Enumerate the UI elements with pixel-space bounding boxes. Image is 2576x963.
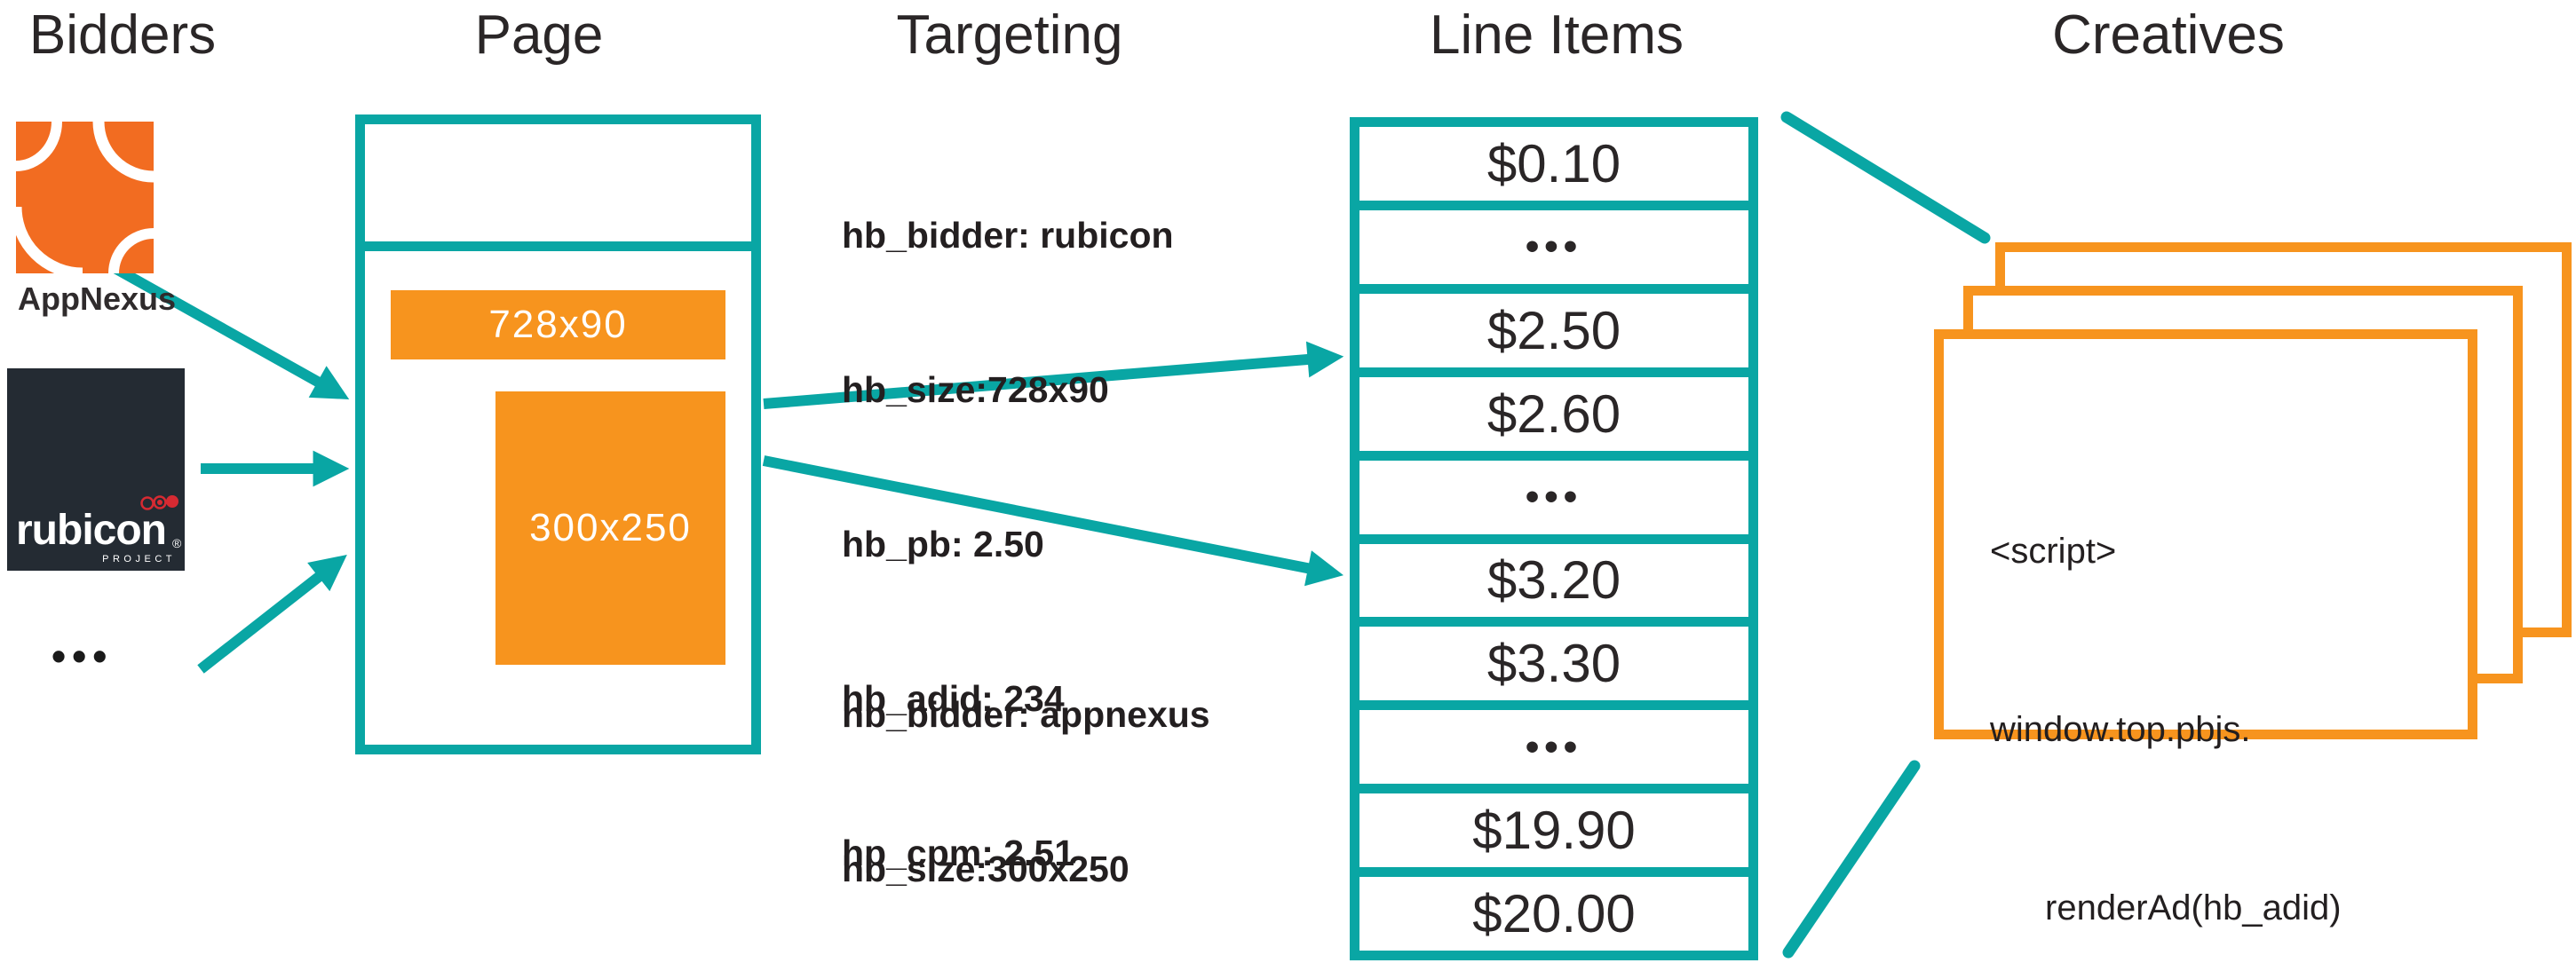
column-header-page: Page xyxy=(474,4,604,66)
connector-lineitems-bottom-to-creatives xyxy=(1782,760,1921,959)
line-items-table: $0.10 ••• $2.50 $2.60 ••• $3.20 $3.30 ••… xyxy=(1350,117,1758,960)
rubicon-reg-mark: ® xyxy=(172,536,182,550)
targeting-line: hp_cpm: 2.51 xyxy=(842,833,1075,873)
connector-lineitems-top-to-creatives xyxy=(1780,111,1991,244)
line-item-row: $20.00 xyxy=(1359,877,1748,951)
column-header-targeting: Targeting xyxy=(896,4,1123,66)
script-line: window.top.pbjs. xyxy=(1990,710,2251,749)
line-item-row: $19.90 xyxy=(1359,793,1748,868)
line-item-row: $2.60 xyxy=(1359,376,1748,451)
line-item-row: $2.50 xyxy=(1359,293,1748,367)
targeting-line: hb_size:300x250 xyxy=(842,849,1129,889)
targeting-line: hb_adid: 234 xyxy=(842,678,1065,719)
targeting-line: hb_pb: 2.50 xyxy=(842,524,1044,564)
appnexus-logo-icon xyxy=(16,122,154,273)
targeting-keyvalues-rubicon: hb_bidder: rubicon hb_size:728x90 hb_pb:… xyxy=(842,107,1174,963)
targeting-line: hb_bidder: appnexus xyxy=(842,694,1210,735)
line-item-row-ellipsis: ••• xyxy=(1359,710,1748,785)
creative-render-script: <script> window.top.pbjs. renderAd(hb_ad… xyxy=(1944,339,2468,963)
creative-card-front: <script> window.top.pbjs. renderAd(hb_ad… xyxy=(1934,329,2477,927)
column-header-line-items: Line Items xyxy=(1429,4,1684,66)
script-line: <script> xyxy=(1990,532,2117,571)
line-item-row: $3.20 xyxy=(1359,543,1748,618)
ad-slot-300x250: 300x250 xyxy=(495,391,725,665)
rubicon-project-logo: rubicon ® PROJECT xyxy=(7,368,185,571)
line-item-row-ellipsis: ••• xyxy=(1359,209,1748,284)
line-item-row: $3.30 xyxy=(1359,627,1748,701)
targeting-line: hb_size:728x90 xyxy=(842,369,1109,410)
line-item-row-ellipsis: ••• xyxy=(1359,460,1748,534)
column-header-creatives: Creatives xyxy=(2052,4,2285,66)
script-line: renderAd(hb_adid) xyxy=(2045,888,2342,927)
column-header-bidders: Bidders xyxy=(28,4,217,66)
targeting-keyvalues-appnexus: hb_bidder: appnexus hb_size:300x250 hb_p… xyxy=(842,586,1210,963)
rubicon-project-label: PROJECT xyxy=(102,554,176,564)
rubicon-wordmark: rubicon xyxy=(16,507,166,554)
appnexus-label: AppNexus xyxy=(18,280,177,317)
page-header-divider xyxy=(355,241,761,251)
line-item-row: $0.10 xyxy=(1359,127,1748,201)
targeting-line: hb_bidder: rubicon xyxy=(842,215,1174,256)
arrow-other-bidders-to-page xyxy=(197,554,347,674)
more-bidders-ellipsis: ••• xyxy=(52,633,114,679)
ad-slot-728x90: 728x90 xyxy=(391,290,725,359)
